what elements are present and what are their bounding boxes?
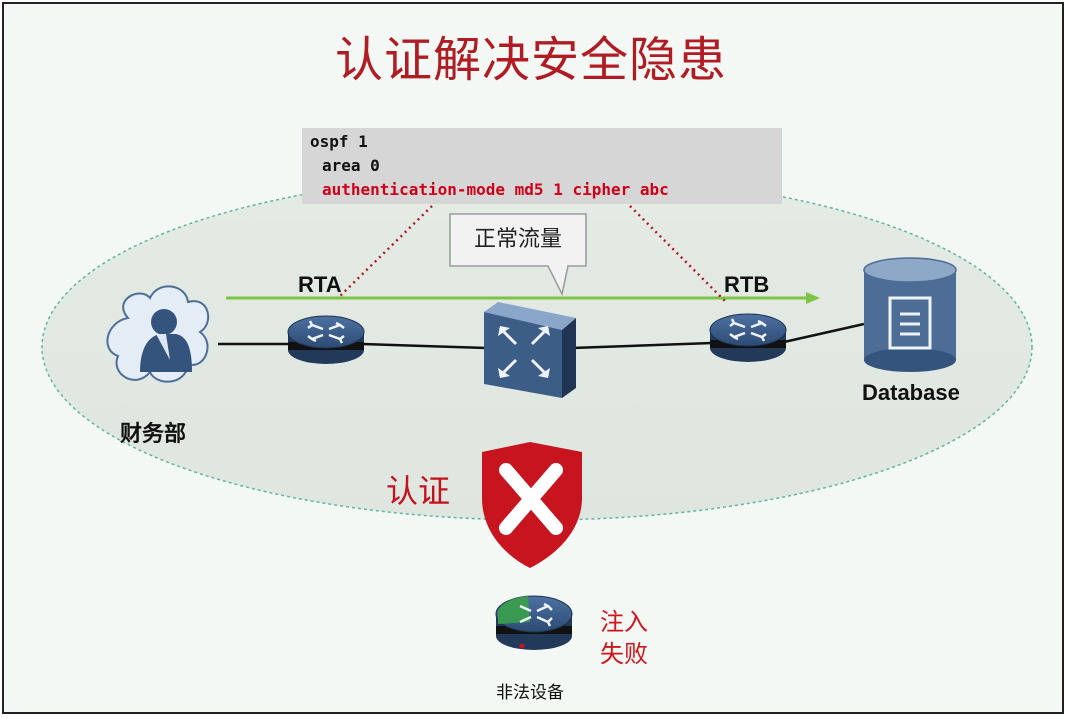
config-line-rtb: [629, 205, 727, 303]
rta-label: RTA: [298, 272, 342, 297]
config-line-3: authentication-mode md5 1 cipher abc: [322, 180, 669, 199]
auth-label: 认证: [386, 472, 451, 510]
user-group-icon: [106, 285, 209, 383]
database-icon: [863, 257, 957, 372]
link-switch-rtb: [571, 341, 713, 350]
link-rta-switch: [361, 342, 487, 350]
rtb-label: RTB: [724, 272, 770, 297]
config-box: ospf 1 area 0 authentication-mode md5 1 …: [302, 128, 782, 204]
illegal-router-icon: [495, 595, 573, 650]
finance-label: 财务部: [120, 422, 187, 447]
callout-box: [449, 213, 587, 297]
shield-x-icon: [482, 442, 582, 568]
router-icon: [709, 313, 787, 362]
switch-icon: [484, 302, 576, 398]
router-icon: [287, 315, 365, 364]
inject-fail-label: 注入失败: [600, 608, 648, 668]
page-title: 认证解决安全隐患: [334, 32, 727, 88]
database-label: Database: [862, 380, 960, 405]
config-line-1: ospf 1: [310, 132, 368, 151]
link-rtb-db: [783, 322, 865, 344]
callout-label: 正常流量: [473, 227, 562, 252]
traffic-arrow-head: [806, 292, 820, 304]
illegal-device-label: 非法设备: [496, 683, 564, 703]
config-line-rta: [337, 205, 433, 299]
config-line-2: area 0: [322, 156, 380, 175]
